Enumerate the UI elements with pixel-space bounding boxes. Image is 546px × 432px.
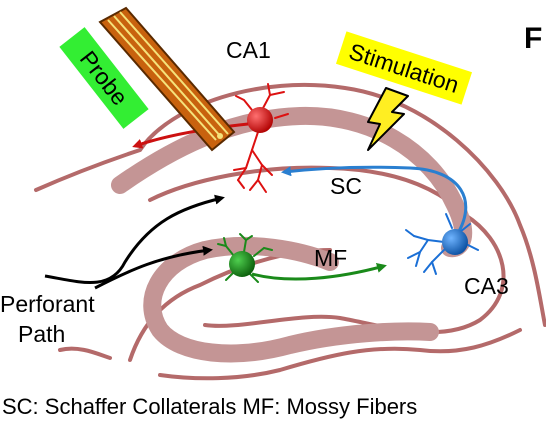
ca3-dendrites [405,213,479,275]
ca3-neuron [405,213,479,275]
ca1-label: CA1 [226,37,271,63]
tissue-outline-inner [148,165,506,335]
probe [98,6,236,152]
sc-label: SC [330,173,362,199]
panel-letter: F [524,22,542,55]
perforant-label-line1: Perforant [0,291,95,317]
ca3-label: CA3 [464,273,509,299]
perforant-path-arrow-upper [44,194,225,285]
mossy-fiber-arrow [251,263,387,281]
perforant-path-arrow-lower [94,245,213,290]
mf-label: MF [314,245,347,271]
perforant-label-line2: Path [18,321,65,347]
schaffer-collateral-arrow [281,165,468,239]
probe-label-bg [59,27,149,129]
ca3-soma [442,229,468,255]
ca1-output-arrow [132,122,249,149]
pyramidal-cell-layer [111,106,473,258]
dg-soma [229,251,255,277]
stimulation-label: Stimulation [346,38,462,98]
ca1-soma [247,107,273,133]
tissue-outline-outer [34,83,546,327]
tissue-outline-lower [58,346,112,360]
stimulation-label-bg [335,31,473,105]
lightning-bolt-icon [367,87,409,151]
ca1-dendrites [233,83,289,193]
probe-contact [217,133,223,139]
probe-traces [107,11,229,141]
ca1-neuron [233,83,289,193]
figure-caption: SC: Schaffer Collaterals MF: Mossy Fiber… [2,394,417,419]
dg-dendrites [217,233,273,283]
dentate-granule-neuron [217,233,273,283]
granule-cell-layer [143,236,439,363]
